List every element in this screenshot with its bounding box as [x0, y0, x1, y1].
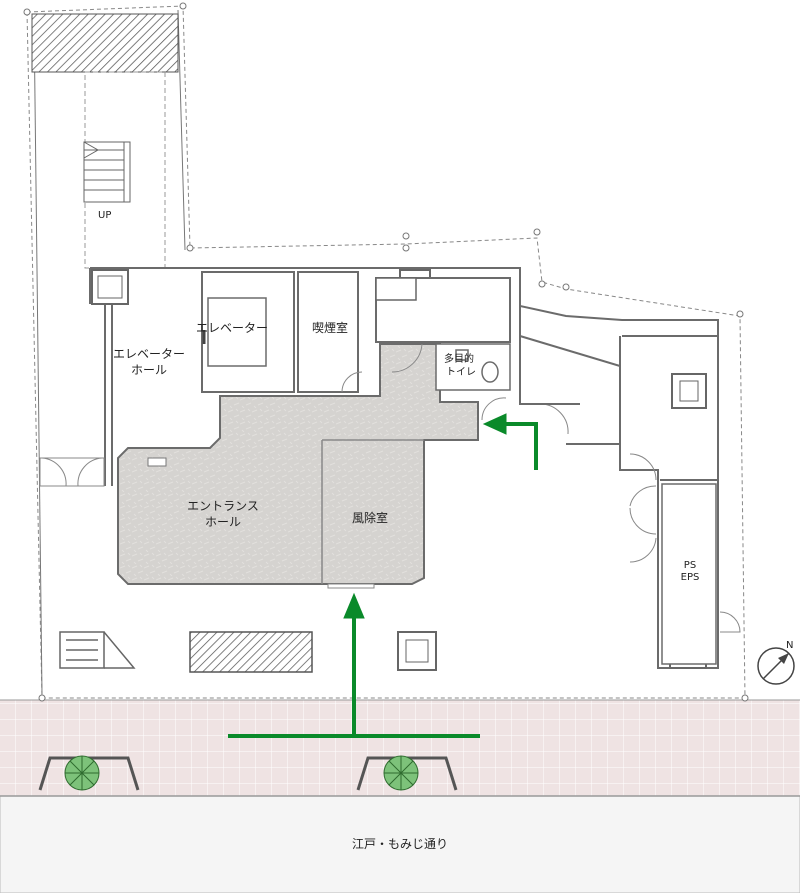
ps-eps-shaft [661, 483, 717, 665]
elevator-hall-label-1: エレベーター [112, 347, 185, 361]
hatched-area-bottom [189, 631, 313, 673]
site-boundary [26, 5, 746, 699]
staircase [83, 141, 131, 203]
smoking-room [297, 271, 359, 393]
compass-icon [757, 647, 795, 685]
street-name: 江戸・もみじ通り [351, 837, 448, 851]
stair-small [59, 631, 136, 669]
entrance-hall-label-1: エントランス [187, 499, 259, 513]
entry-arrow-side [482, 413, 538, 470]
hatched-area-top [31, 13, 179, 73]
elevator-shaft [201, 271, 295, 393]
entrance-hall-label-2: ホール [204, 515, 241, 529]
toilet-label-1: 多目的 [444, 354, 474, 365]
toilet-label-2: トイレ [446, 367, 476, 378]
smoking-room-label: 喫煙室 [312, 321, 349, 335]
ps-label: PS [683, 560, 697, 571]
compass-north-label: N [786, 640, 794, 651]
eps-label: EPS [680, 572, 700, 583]
tree-icon-right [383, 755, 419, 791]
elevator-label: エレベーター [196, 321, 269, 335]
elevator-hall-label-2: ホール [130, 363, 167, 377]
stairs-up-label: UP [98, 210, 112, 221]
windbreak-room-label: 風除室 [352, 511, 389, 525]
road [0, 795, 800, 893]
entrance-floor [117, 343, 479, 585]
tree-icon-left [64, 755, 100, 791]
entry-arrow-main [228, 592, 480, 738]
multipurpose-toilet [435, 343, 511, 391]
